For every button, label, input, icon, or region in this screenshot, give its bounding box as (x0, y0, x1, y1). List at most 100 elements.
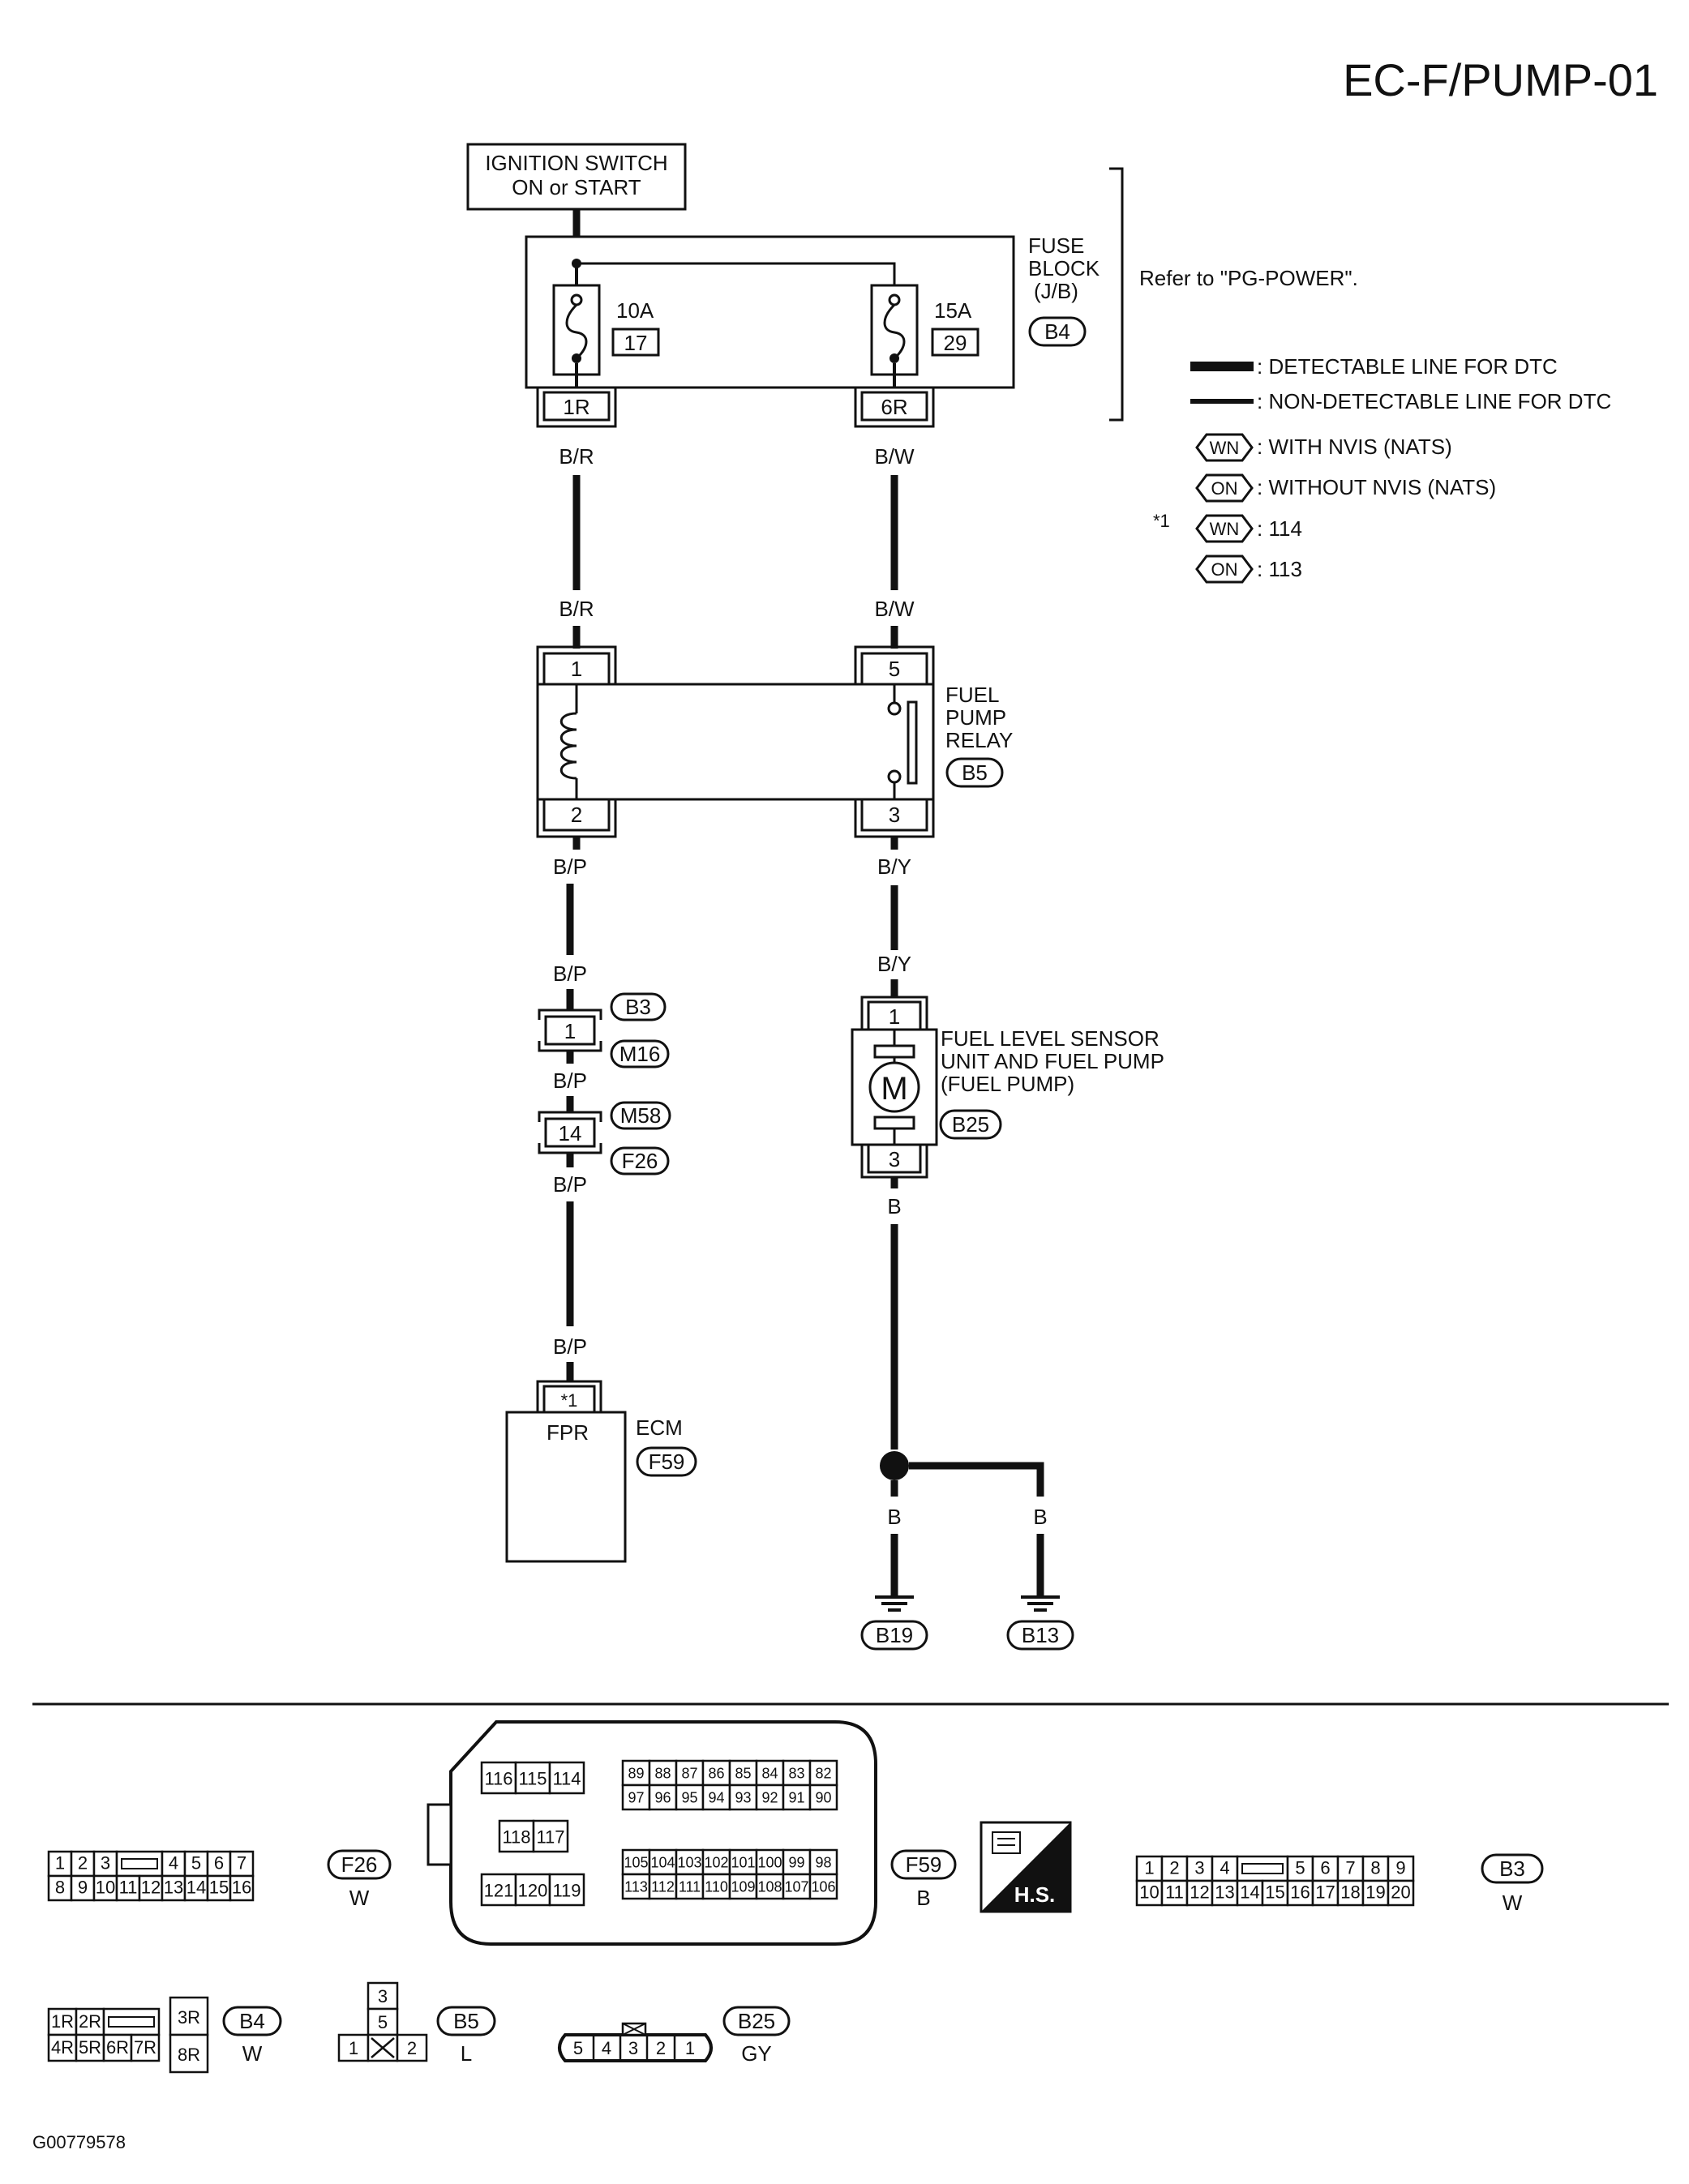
f59-cell (480, 1761, 517, 1795)
f59-pin: 91 (788, 1790, 804, 1806)
f59-cell (701, 1873, 731, 1900)
ground-b-pill (1006, 1620, 1074, 1651)
f59-pin: 103 (677, 1855, 701, 1871)
f26-pin: 6 (214, 1853, 224, 1874)
pump-pin1-bracket (860, 996, 928, 1030)
fuse-b-rating: 15A (934, 298, 972, 323)
refer-bracket (1109, 167, 1124, 422)
figure-id: G00779578 (32, 2132, 126, 2152)
b3-pin: 18 (1340, 1882, 1360, 1903)
relay-pin3-box (860, 798, 928, 832)
b4-pin: 5R (79, 2037, 101, 2058)
f26-pin: 10 (96, 1878, 115, 1898)
wire-label-bp-1: B/P (553, 854, 587, 879)
f59-pin: 95 (681, 1790, 697, 1806)
legend-wn-value: : 114 (1257, 516, 1302, 541)
wire-label-by-2: B/Y (877, 952, 911, 976)
relay-switch-arm (907, 700, 918, 785)
relay-pin2-box (542, 798, 611, 832)
junction1-conn-b-pill (610, 1039, 670, 1068)
wire-label-bp-5: B/P (553, 1334, 587, 1359)
relay-pin3: 3 (889, 803, 900, 827)
legend-with-nvis: : WITH NVIS (NATS) (1257, 435, 1452, 459)
f59-cell (808, 1873, 838, 1900)
fuse-block-connector-pill (1028, 316, 1087, 347)
f59-pin: 85 (735, 1766, 751, 1782)
f59-cell (701, 1784, 731, 1811)
relay-pin5: 5 (889, 657, 900, 681)
pump-pin3-box (867, 1143, 922, 1174)
f59-cell (675, 1784, 705, 1811)
fuse-b-node-bottom (890, 353, 899, 363)
fuse-block-label-3: (J/B) (1034, 279, 1078, 303)
fuse-b-node-top (888, 293, 901, 306)
pump-pin3: 3 (889, 1147, 900, 1171)
relay-pin5-bracket (854, 645, 935, 684)
b4-cell (130, 2033, 161, 2062)
b25-pin-2: 2 (656, 2038, 666, 2058)
f26-pin: 2 (78, 1853, 88, 1874)
legend-detectable-swatch (1190, 362, 1254, 371)
f59-pin: 98 (815, 1855, 831, 1871)
f59-cell (648, 1784, 678, 1811)
f26-pin: 3 (101, 1853, 110, 1874)
junction2-conn-b-pill (610, 1146, 670, 1176)
b4-cell (75, 2033, 105, 2062)
pump-label-3: (FUEL PUMP) (941, 1072, 1074, 1096)
ecm-terminal: *1 (561, 1390, 578, 1411)
f59-pin: 92 (761, 1790, 778, 1806)
f59-cell (808, 1784, 838, 1811)
b5-color: L (461, 2041, 472, 2066)
ecm-terminal-bracket (536, 1380, 602, 1412)
junction1-box (544, 1015, 596, 1046)
refer-note: Refer to "PG-POWER". (1139, 266, 1358, 290)
f26-pin: 1 (55, 1853, 65, 1874)
b4-color: W (242, 2041, 263, 2066)
ground-symbol-b (1021, 1595, 1060, 1612)
pump-motor-circle (868, 1061, 920, 1113)
b3-cell (1311, 1879, 1340, 1907)
f59-cell (648, 1873, 678, 1900)
ecm-terminal-box (542, 1385, 596, 1414)
f26-pin: 4 (169, 1853, 178, 1874)
b3-pin: 15 (1265, 1882, 1284, 1903)
f26-pin: 16 (232, 1878, 251, 1898)
f59-pin: 114 (552, 1768, 581, 1788)
ecm-pin-name: FPR (547, 1420, 589, 1445)
f59-color: B (916, 1886, 930, 1910)
f59-pin: 116 (484, 1768, 512, 1788)
b4-cell (169, 2033, 209, 2074)
f59-pin: 96 (654, 1790, 671, 1806)
b3-pin: 5 (1295, 1858, 1305, 1878)
relay-coil (559, 712, 577, 780)
b5-pin-1: 1 (349, 2038, 358, 2058)
fuse-a-node-bottom (572, 353, 581, 363)
f59-pin: 119 (552, 1880, 581, 1900)
b4-cell (47, 2033, 78, 2062)
f26-pin: 14 (186, 1878, 206, 1898)
f59-pin: 105 (624, 1855, 648, 1871)
pump-pin1: 1 (889, 1004, 900, 1029)
pump-label-2: UNIT AND FUEL PUMP (941, 1049, 1164, 1073)
terminal-6r-bracket (854, 388, 935, 428)
fuse-a-number: 17 (624, 331, 648, 355)
f59-pin: 99 (788, 1855, 804, 1871)
b3-pill (1481, 1853, 1544, 1884)
ecm-connector-pill (636, 1446, 697, 1477)
wire-label-bw-bottom: B/W (874, 597, 915, 621)
f26-cell (92, 1850, 118, 1878)
wire-label-br-top: B/R (559, 444, 594, 469)
fuse-a-rating: 10A (616, 298, 654, 323)
wire-label-b-3: B (1033, 1505, 1047, 1529)
ignition-switch-box (466, 143, 687, 211)
relay-pin2: 2 (571, 803, 582, 827)
f59-cell (548, 1873, 585, 1907)
f59-pin: 104 (650, 1855, 675, 1871)
f26-key (121, 1858, 158, 1869)
f59-pin: 83 (788, 1766, 804, 1782)
b4-pill (222, 2006, 282, 2036)
f26-color: W (349, 1886, 370, 1910)
b3-cell (1286, 1855, 1314, 1882)
legend-wn-tag-2 (1195, 514, 1254, 543)
